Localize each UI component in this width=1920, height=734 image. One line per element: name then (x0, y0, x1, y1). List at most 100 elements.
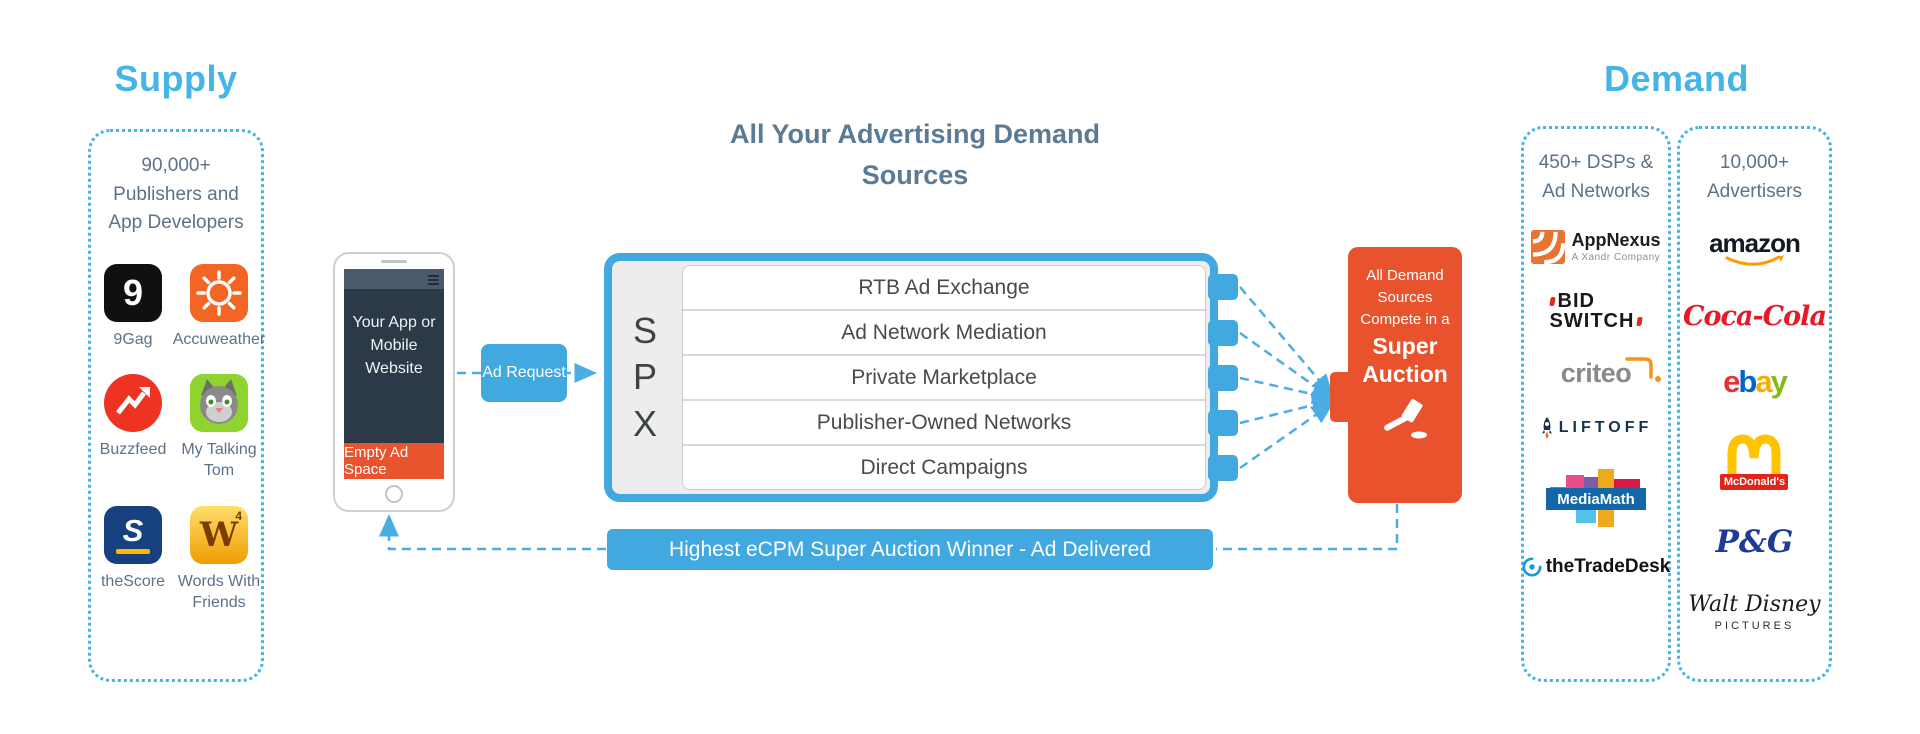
appnexus-subtitle: A Xandr Company (1571, 252, 1661, 264)
advertisers-panel: 10,000+ Advertisers amazon Coca-Cola e b… (1677, 126, 1832, 682)
publisher-label: Accuweather (172, 330, 266, 348)
pg-logo: P&G (1715, 524, 1794, 561)
disney-subtitle: PICTURES (1714, 620, 1795, 633)
mcdonalds-name: McDonald's (1720, 474, 1789, 491)
talking-tom-cat-icon (190, 374, 248, 433)
phone-screen-header (344, 269, 444, 289)
publisher-9gag: 9 9Gag (90, 263, 176, 351)
cocacola-logo: Coca-Cola (1683, 301, 1827, 333)
publisher-buzzfeed: Buzzfeed (90, 374, 176, 482)
source-private-marketplace: Private Marketplace (683, 356, 1205, 401)
demand-title: Demand (1603, 58, 1750, 99)
amazon-smile-icon (1725, 255, 1785, 267)
spx-connector-tab (1208, 410, 1238, 436)
ad-request-box: Ad Request (481, 344, 567, 402)
9gag-glyph: 9 (122, 271, 144, 313)
dsp-panel: 450+ DSPs & Ad Networks AppNexus A Xa (1521, 126, 1671, 682)
publisher-label: My Talking Tom (181, 441, 257, 480)
source-ad-network-mediation: Ad Network Mediation (683, 311, 1205, 356)
spx-connector-tab (1208, 455, 1238, 481)
spx-letter-s: S (632, 310, 657, 352)
publisher-logo-grid: 9 9Gag Accuweather (90, 263, 265, 614)
buzzfeed-arrow-icon (104, 374, 162, 433)
supply-panel-header: 90,000+ Publishers and App Developers (108, 155, 244, 233)
golden-arches-icon (1727, 434, 1781, 487)
source-publisher-owned-networks: Publisher-Owned Networks (683, 401, 1205, 446)
source-rtb-ad-exchange: RTB Ad Exchange (683, 266, 1205, 311)
auction-title: Super Auction (1362, 333, 1448, 387)
dsp-logo-stack: AppNexus A Xandr Company BID SWITCH crit… (1522, 229, 1671, 578)
thescore-glyph: S (122, 513, 144, 549)
empty-ad-space-banner: Empty Ad Space (344, 443, 444, 479)
thetradedesk-icon (1522, 557, 1542, 577)
spx-letter-x: X (632, 402, 657, 444)
publisher-label: theScore (100, 572, 166, 590)
publisher-thescore: S theScore (90, 505, 176, 614)
appnexus-icon (1531, 230, 1566, 264)
publisher-label: Words With Friends (177, 572, 261, 611)
ebay-letter: a (1755, 364, 1772, 400)
disney-logo: Walt Disney PICTURES (1688, 592, 1820, 632)
advertisers-panel-header: 10,000+ Advertisers (1706, 152, 1803, 202)
bidswitch-mark (1548, 296, 1556, 306)
appnexus-name: AppNexus (1571, 229, 1661, 250)
publisher-words-with-friends: W 4 Words With Friends (176, 505, 262, 614)
wwf-badge: 4 (235, 508, 242, 523)
spx-label: S P X (612, 261, 678, 494)
supply-panel: 90,000+ Publishers and App Developers 9 … (88, 129, 265, 682)
spx-letter-p: P (632, 356, 657, 398)
spx-connector-tab (1208, 365, 1238, 391)
rocket-icon (1541, 417, 1552, 439)
amazon-name: amazon (1709, 228, 1801, 258)
bidswitch-mark (1636, 316, 1644, 326)
mcdonalds-logo: McDonald's (1719, 432, 1789, 492)
criteo-logo: criteo (1560, 357, 1662, 389)
criteo-elbow-icon (1625, 357, 1662, 382)
dsp-panel-header: 450+ DSPs & Ad Networks (1538, 152, 1654, 202)
auction-connector-tab (1330, 372, 1352, 422)
thetradedesk-name: theTradeDesk (1545, 556, 1671, 577)
advertiser-logo-stack: amazon Coca-Cola e b a y McDonald's P&G (1683, 228, 1827, 633)
accuweather-sun-icon (190, 263, 248, 322)
menu-icon (428, 275, 439, 287)
spx-box: S P X RTB Ad Exchange Ad Network Mediati… (604, 253, 1218, 502)
thescore-icon: S (104, 505, 162, 564)
appnexus-logo: AppNexus A Xandr Company (1531, 229, 1661, 264)
phone-home-button (385, 485, 403, 503)
source-direct-campaigns: Direct Campaigns (860, 455, 1028, 479)
disney-name: Walt Disney (1688, 592, 1821, 618)
center-title: All Your Advertising Demand Sources (729, 119, 1101, 190)
mediamath-logo: MediaMath (1546, 467, 1646, 529)
publisher-accuweather: Accuweather (173, 263, 265, 351)
delivery-banner: Highest eCPM Super Auction Winner - Ad D… (607, 529, 1213, 570)
liftoff-name: LIFTOFF (1558, 419, 1653, 436)
phone-screen-text: Your App or Mobile Website (352, 314, 436, 378)
ebay-letter: y (1770, 364, 1788, 400)
spx-connector-tab (1208, 320, 1238, 346)
super-auction-box: All Demand Sources Compete in a Super Au… (1348, 247, 1462, 503)
amazon-logo: amazon (1709, 228, 1801, 269)
criteo-name: criteo (1560, 358, 1632, 388)
ebay-logo: e b a y (1723, 364, 1788, 400)
bidswitch-logo: BID SWITCH (1548, 291, 1644, 332)
publisher-label: Buzzfeed (99, 441, 167, 459)
phone-speaker (381, 260, 407, 263)
bidswitch-line2: SWITCH (1549, 310, 1635, 332)
publisher-label: 9Gag (113, 330, 153, 348)
supply-title: Supply (114, 58, 238, 99)
demand-source-list: RTB Ad Exchange Ad Network Mediation Pri… (682, 265, 1206, 490)
ebay-letter: e (1723, 364, 1740, 400)
ebay-letter: b (1738, 364, 1757, 400)
liftoff-logo: LIFTOFF (1540, 416, 1652, 440)
auction-intro-text: All Demand Sources Compete in a (1360, 267, 1450, 328)
thescore-underline (116, 549, 150, 555)
phone-screen: Your App or Mobile Website Empty Ad Spac… (344, 269, 444, 479)
words-with-friends-icon: W 4 (190, 505, 248, 564)
publisher-talking-tom: My Talking Tom (176, 374, 262, 482)
mediamath-name: MediaMath (1546, 488, 1646, 510)
thetradedesk-logo: theTradeDesk (1522, 556, 1671, 578)
phone-mockup: Your App or Mobile Website Empty Ad Spac… (333, 252, 455, 512)
wwf-glyph: W (199, 514, 239, 555)
9gag-icon: 9 (104, 263, 162, 322)
